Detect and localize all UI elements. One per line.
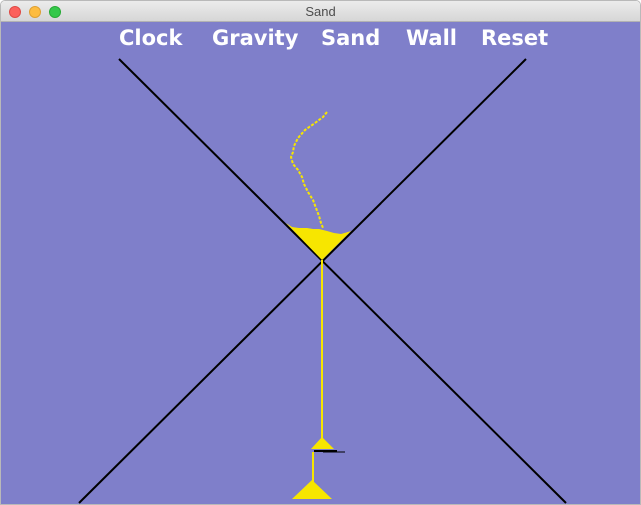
sand-mound-small xyxy=(311,437,334,449)
minimize-window-button[interactable] xyxy=(29,6,41,18)
zoom-window-button[interactable] xyxy=(49,6,61,18)
sand-stream-upper xyxy=(289,111,328,229)
sand-pile-upper xyxy=(286,223,351,260)
wall-right-diagonal xyxy=(78,58,527,504)
window-title: Sand xyxy=(305,4,336,19)
sand-canvas[interactable]: Clock Gravity Sand Wall Reset xyxy=(1,22,641,505)
title-bar[interactable]: Sand xyxy=(1,1,640,22)
scene-drawing[interactable] xyxy=(1,22,641,505)
menu-sand-button[interactable]: Sand xyxy=(321,26,381,50)
close-window-button[interactable] xyxy=(9,6,21,18)
sand-pile-bottom xyxy=(292,480,332,499)
menu-gravity-button[interactable]: Gravity xyxy=(212,26,299,50)
menu-clock-button[interactable]: Clock xyxy=(119,26,183,50)
menu-reset-button[interactable]: Reset xyxy=(481,26,549,50)
menu-wall-button[interactable]: Wall xyxy=(406,26,457,50)
wall-left-diagonal xyxy=(118,58,567,504)
